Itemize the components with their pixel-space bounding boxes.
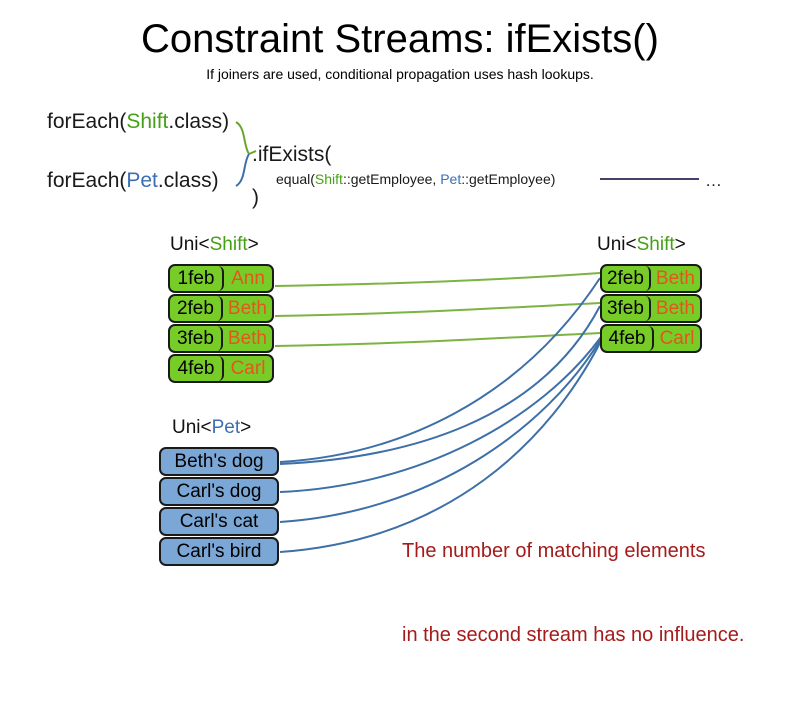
shift-to-shift-wires — [274, 272, 601, 347]
code-foreach-pet-suffix: .class) — [157, 169, 219, 192]
code-line-ifexists: .ifExists( — [252, 143, 332, 166]
wire-bethsdog-to-2feb — [279, 277, 601, 463]
row-date-cell: 4feb — [602, 326, 654, 351]
wire-left4feb-to-right4feb — [274, 332, 601, 347]
row-date-cell: 3feb — [602, 296, 651, 321]
code-token-pet-joiner: Pet — [440, 171, 462, 187]
table-row[interactable]: 1feb Ann — [168, 264, 274, 293]
row-employee-cell: Beth — [227, 298, 267, 319]
annotation-line-1: The number of matching elements — [402, 540, 706, 562]
wire-bethsdog-to-3feb — [279, 305, 601, 465]
joiner-tail-ellipsis: … — [705, 171, 722, 190]
label-generic-type: Pet — [211, 417, 241, 438]
code-line-foreach-pet: forEach(Pet.class) — [47, 169, 219, 193]
table-row[interactable]: 4feb Carl — [168, 354, 274, 383]
code-equal-mid: ::getEmployee, — [342, 171, 441, 187]
row-date-cell: 3feb — [170, 326, 223, 351]
row-employee-cell: Ann — [231, 268, 265, 289]
wire-left3feb-to-right3feb — [274, 302, 601, 317]
slide-canvas: Constraint Streams: ifExists() If joiner… — [47, 17, 744, 646]
row-employee-cell: Beth — [655, 268, 695, 289]
row-date-cell: 4feb — [170, 356, 224, 381]
label-suffix: > — [247, 234, 259, 255]
row-employee-cell: Beth — [655, 298, 695, 319]
stream-label-left-shift: Uni<Shift> — [170, 234, 259, 256]
code-foreach-pet-prefix: forEach( — [47, 169, 127, 192]
label-prefix: Uni< — [170, 234, 210, 255]
row-pet-cell: Carl's dog — [176, 481, 262, 502]
row-employee-cell: Beth — [227, 328, 267, 349]
brace-upper-green — [235, 121, 250, 155]
label-suffix: > — [240, 417, 252, 438]
code-equal-prefix: equal( — [276, 171, 315, 187]
label-generic-type: Shift — [636, 234, 675, 255]
list-item[interactable]: Carl's cat — [159, 507, 279, 536]
list-item[interactable]: Carl's dog — [159, 477, 279, 506]
wire-carlsdog-to-4feb — [279, 336, 602, 493]
row-employee-cell: Carl — [230, 358, 266, 379]
page-subtitle: If joiners are used, conditional propaga… — [206, 66, 594, 82]
list-item[interactable]: Beth's dog — [159, 447, 279, 476]
label-suffix: > — [674, 234, 686, 255]
row-pet-cell: Beth's dog — [174, 451, 264, 472]
page-title: Constraint Streams: ifExists() — [141, 17, 659, 61]
label-prefix: Uni< — [172, 417, 212, 438]
row-date-cell: 2feb — [170, 296, 223, 321]
annotation-line-2: in the second stream has no influence. — [402, 624, 745, 646]
stream-label-right-shift: Uni<Shift> — [597, 234, 686, 256]
wire-left2feb-to-right2feb — [274, 272, 601, 287]
label-prefix: Uni< — [597, 234, 637, 255]
stream-label-pet: Uni<Pet> — [172, 417, 251, 439]
row-pet-cell: Carl's cat — [179, 511, 259, 532]
code-token-shift-joiner: Shift — [314, 171, 343, 187]
code-equal-suffix: ::getEmployee) — [461, 171, 556, 187]
code-line-close-paren: ) — [252, 186, 259, 209]
code-token-shift: Shift — [126, 110, 169, 133]
row-pet-cell: Carl's bird — [176, 541, 262, 562]
row-date-cell: 1feb — [170, 266, 224, 291]
code-foreach-shift-suffix: .class) — [168, 110, 230, 133]
brace-lower-blue — [235, 153, 250, 187]
row-employee-cell: Carl — [659, 328, 695, 349]
list-item[interactable]: Carl's bird — [159, 537, 279, 566]
code-foreach-shift-prefix: forEach( — [47, 110, 127, 133]
code-line-equal-joiner: equal(Shift::getEmployee, Pet::getEmploy… — [276, 171, 555, 188]
code-line-foreach-shift: forEach(Shift.class) — [47, 110, 229, 134]
code-token-pet: Pet — [126, 169, 158, 192]
row-date-cell: 2feb — [602, 266, 651, 291]
label-generic-type: Shift — [209, 234, 248, 255]
annotation-note: The number of matching elements in the s… — [402, 481, 744, 705]
